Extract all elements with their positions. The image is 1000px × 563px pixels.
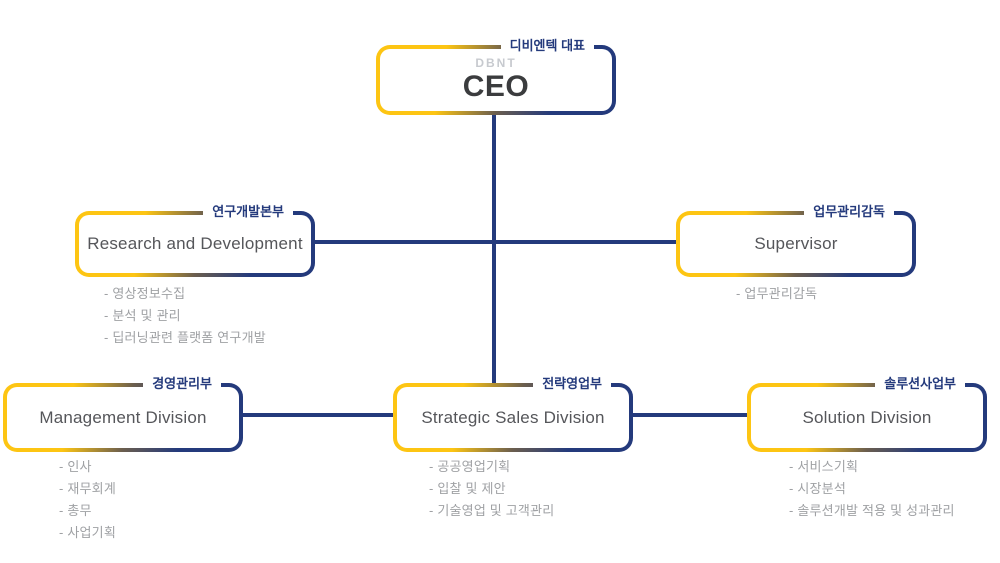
solution-tag-label: 솔루션사업부 bbox=[875, 375, 965, 392]
supervisor-tag-label: 업무관리감독 bbox=[804, 203, 894, 220]
rnd-node-body: Research and Development bbox=[79, 215, 311, 273]
ceo-node-body: DBNT CEO bbox=[380, 49, 612, 111]
management-node-body: Management Division bbox=[7, 387, 239, 448]
duty-item: - 시장분석 bbox=[789, 481, 846, 496]
connector-ceo-to-sales bbox=[492, 115, 496, 383]
org-node-strategic-sales: 전략영업부 Strategic Sales Division bbox=[393, 375, 633, 452]
strategic-sales-tag-label: 전략영업부 bbox=[533, 375, 611, 392]
duty-item: - 업무관리감독 bbox=[736, 286, 818, 301]
solution-title-label: Solution Division bbox=[802, 407, 932, 427]
duty-item: - 재무회계 bbox=[59, 481, 116, 496]
org-node-ceo: 디비엔텍 대표 DBNT CEO bbox=[376, 37, 616, 115]
connector-management-to-sales bbox=[241, 413, 395, 417]
duty-item: - 솔루션개발 적용 및 성과관리 bbox=[789, 503, 955, 518]
supervisor-duty-list: - 업무관리감독 bbox=[736, 283, 817, 305]
connector-sales-to-solution bbox=[631, 413, 749, 417]
org-node-solution: 솔루션사업부 Solution Division bbox=[747, 375, 987, 452]
rnd-tag-label: 연구개발본부 bbox=[203, 203, 293, 220]
duty-item: - 입찰 및 제안 bbox=[429, 481, 506, 496]
company-code-label: DBNT bbox=[475, 56, 517, 70]
duty-item: - 분석 및 관리 bbox=[104, 308, 181, 323]
duty-item: - 영상정보수집 bbox=[104, 286, 186, 301]
duty-item: - 총무 bbox=[59, 503, 92, 518]
management-title-label: Management Division bbox=[39, 407, 207, 427]
duty-item: - 서비스기획 bbox=[789, 459, 859, 474]
management-duty-list: - 인사 - 재무회계 - 총무 - 사업기획 bbox=[59, 456, 116, 544]
org-node-supervisor: 업무관리감독 Supervisor bbox=[676, 203, 916, 277]
org-node-rnd: 연구개발본부 Research and Development bbox=[75, 203, 315, 277]
duty-item: - 공공영업기획 bbox=[429, 459, 511, 474]
ceo-tag-label: 디비엔텍 대표 bbox=[500, 37, 594, 54]
management-tag-label: 경영관리부 bbox=[143, 375, 221, 392]
duty-item: - 기술영업 및 고객관리 bbox=[429, 503, 555, 518]
rnd-duty-list: - 영상정보수집 - 분석 및 관리 - 딥러닝관련 플랫폼 연구개발 bbox=[104, 283, 266, 349]
supervisor-title-label: Supervisor bbox=[754, 234, 838, 253]
strategic-sales-duty-list: - 공공영업기획 - 입찰 및 제안 - 기술영업 및 고객관리 bbox=[429, 456, 554, 522]
duty-item: - 사업기획 bbox=[59, 525, 116, 540]
solution-node-body: Solution Division bbox=[751, 387, 983, 448]
supervisor-node-body: Supervisor bbox=[680, 215, 912, 273]
ceo-title-label: CEO bbox=[462, 70, 530, 103]
strategic-sales-title-label: Strategic Sales Division bbox=[421, 407, 605, 427]
solution-duty-list: - 서비스기획 - 시장분석 - 솔루션개발 적용 및 성과관리 bbox=[789, 456, 955, 522]
strategic-sales-node-body: Strategic Sales Division bbox=[397, 387, 629, 448]
connector-rnd-to-supervisor bbox=[313, 240, 678, 244]
duty-item: - 딥러닝관련 플랫폼 연구개발 bbox=[104, 330, 266, 345]
org-node-management: 경영관리부 Management Division bbox=[3, 375, 243, 452]
rnd-title-label: Research and Development bbox=[87, 234, 303, 253]
duty-item: - 인사 bbox=[59, 459, 92, 474]
